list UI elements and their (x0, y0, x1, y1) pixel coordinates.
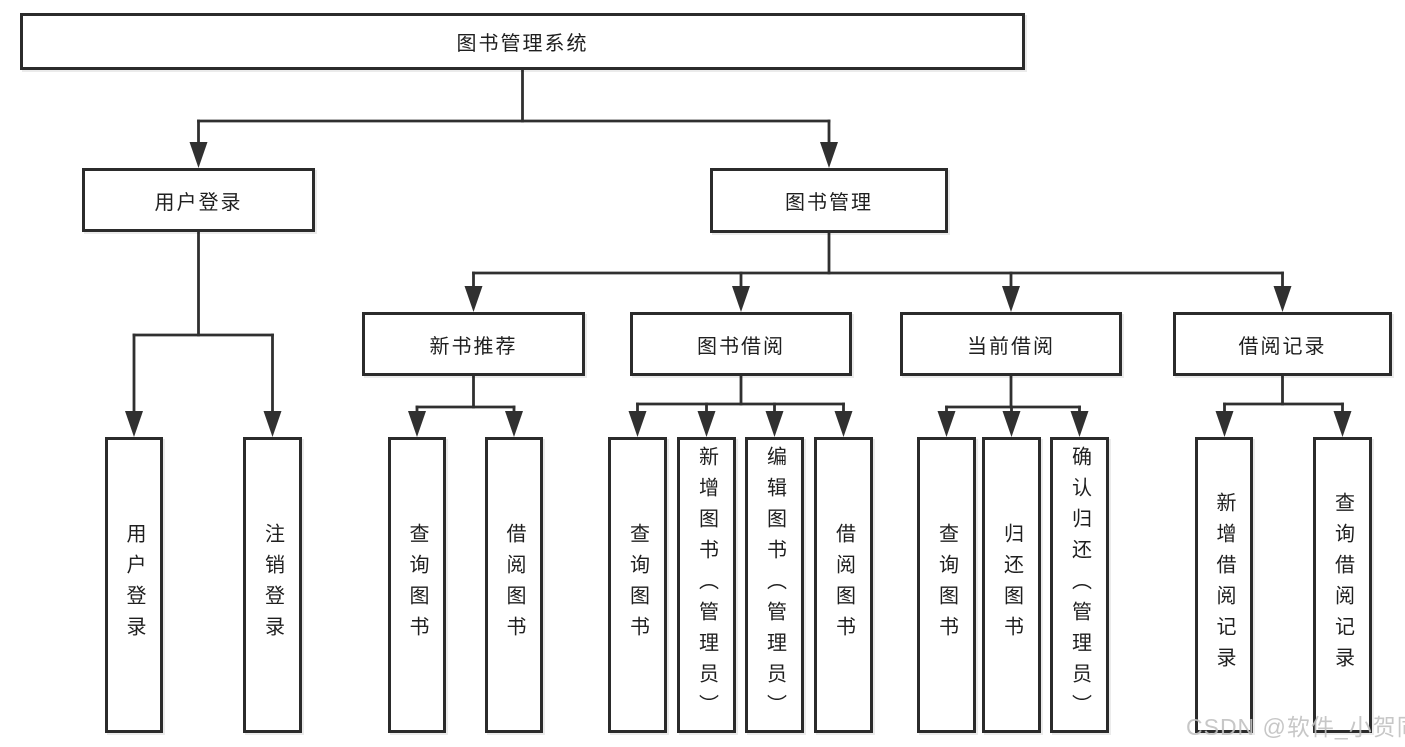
leaf-borrow-books-borrow-label: 借阅图书 (832, 523, 855, 647)
leaf-add-book-admin: 新增图书（管理员） (677, 437, 736, 733)
leaf-edit-book-admin-label: 编辑图书（管理员） (763, 445, 786, 725)
leaf-user-login-label: 用户登录 (123, 523, 145, 647)
leaf-borrow-books-recommend-label: 借阅图书 (503, 523, 525, 647)
leaf-query-borrow-record-label: 查询借阅记录 (1331, 492, 1354, 678)
leaf-logout: 注销登录 (243, 437, 302, 733)
leaf-confirm-return-admin: 确认归还（管理员） (1050, 437, 1109, 733)
node-user-login: 用户登录 (82, 168, 315, 232)
node-root: 图书管理系统 (20, 13, 1025, 70)
leaf-edit-book-admin: 编辑图书（管理员） (745, 437, 804, 733)
leaf-query-books-borrow-label: 查询图书 (626, 523, 649, 647)
leaf-user-login: 用户登录 (105, 437, 163, 733)
leaf-query-borrow-record: 查询借阅记录 (1313, 437, 1372, 733)
leaf-borrow-books-borrow: 借阅图书 (814, 437, 873, 733)
leaf-confirm-return-admin-label: 确认归还（管理员） (1068, 445, 1091, 725)
leaf-add-borrow-record: 新增借阅记录 (1195, 437, 1253, 733)
leaf-query-books-recommend: 查询图书 (388, 437, 446, 733)
leaf-query-books-borrow: 查询图书 (608, 437, 667, 733)
leaf-query-books-current: 查询图书 (917, 437, 976, 733)
node-borrow-records: 借阅记录 (1173, 312, 1392, 376)
node-book-management: 图书管理 (710, 168, 948, 233)
arrowheads (125, 142, 1352, 437)
node-book-borrow: 图书借阅 (630, 312, 852, 376)
node-new-book-recommend: 新书推荐 (362, 312, 585, 376)
leaf-return-books: 归还图书 (982, 437, 1041, 733)
leaf-query-books-current-label: 查询图书 (935, 523, 958, 647)
leaf-add-borrow-record-label: 新增借阅记录 (1213, 492, 1235, 678)
leaf-borrow-books-recommend: 借阅图书 (485, 437, 543, 733)
leaf-return-books-label: 归还图书 (1000, 523, 1023, 647)
csdn-watermark: CSDN @软件_小贺同学 (1186, 714, 1405, 740)
node-current-borrow: 当前借阅 (900, 312, 1122, 376)
leaf-logout-label: 注销登录 (261, 523, 284, 647)
leaf-query-books-recommend-label: 查询图书 (406, 523, 428, 647)
leaf-add-book-admin-label: 新增图书（管理员） (695, 445, 718, 725)
